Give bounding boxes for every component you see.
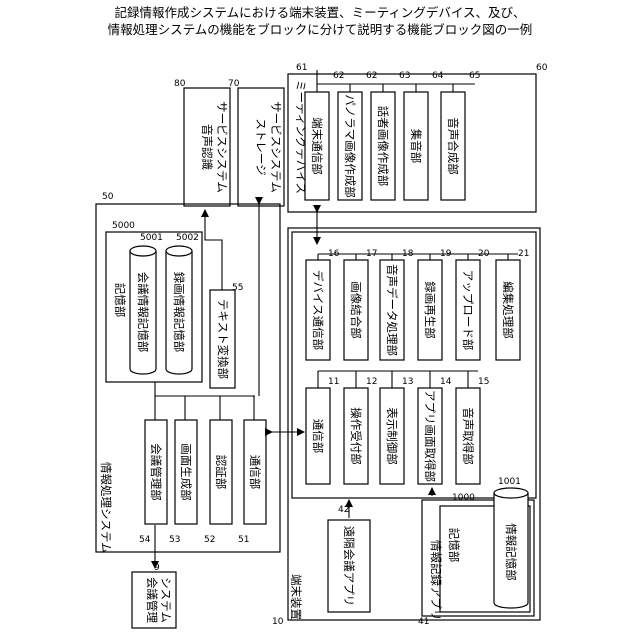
terminal-mid-unit-ref: 14 [440,377,452,387]
md-unit-ref: 64 [432,71,444,81]
ips-databases: 会議情報記憶部 5001 録画情報記憶部 5002 [130,233,199,374]
md-unit-ref: 62 [366,71,377,81]
ips-unit-label: 会議管理部 [149,443,163,501]
md-unit-label: 話者画像作成部 [376,106,390,187]
md-unit-label: 音声合成部 [446,117,460,175]
info-storage-db: 情報記憶部 [494,488,528,608]
ips-db-ref: 5001 [140,233,163,243]
terminal-top-unit-ref: 21 [518,249,529,259]
ips-storage-label: 記憶部 [113,283,127,318]
terminal-top-units: デバイス通信部 16 画像結合部 17 音声データ処理部18 録画再生部 19 アップロード部… [306,249,529,360]
ips-unit-label: 画面生成部 [179,443,193,501]
storage-service-label-1: ストレージ [254,118,268,175]
link-text-conversion-speech [205,226,222,290]
terminal-top-unit-label: アップロード部 [461,270,475,351]
text-conversion-ref: 55 [232,283,243,293]
ips-storage-ref: 5000 [112,221,135,231]
storage-service-ref: 70 [228,79,240,89]
meeting-device-ref: 60 [536,63,548,73]
speech-service-label-1: 音声認識 [200,124,214,170]
ips-unit-ref: 53 [169,535,180,545]
ips-bus [155,382,255,396]
terminal-mid-unit-label: 表示制御部 [385,407,399,465]
terminal-top-unit-label: 画像結合部 [349,281,363,339]
meeting-device-bus-ref: 61 [296,63,307,73]
info-processing-system-ref: 50 [102,192,114,202]
terminal-top-unit-ref: 20 [478,249,490,259]
terminal-mid-unit-label: 操作受付部 [349,407,363,465]
terminal-storage-ref: 1000 [452,493,475,503]
meeting-device-units: 端末通信部 62 パノラマ画像作成部 62 話者画像作成部 63 集音部 64 音声合成部 65 [305,71,480,200]
ips-unit-ref: 51 [238,535,249,545]
md-unit-ref: 65 [469,71,480,81]
ips-unit-ref: 54 [139,535,151,545]
terminal-top-unit-label: 音声データ処理部 [385,264,399,356]
terminal-mid-units: 通信部 11 操作受付部 12 表示制御部 13 アプリ画面取得部14 音声取得部 15 [306,371,489,484]
md-unit-label: パノラマ画像作成部 [343,94,357,198]
ips-db-label: 録画情報記憶部 [172,272,186,353]
storage-service-label-2: サービスシステム [269,101,283,193]
terminal-mid-unit-ref: 12 [366,377,377,387]
remote-meeting-app-label: 遠隔会議アプリ [342,526,356,607]
terminal-top-unit-label: 録画再生部 [423,281,437,339]
terminal-mid-unit-label: アプリ画面取得部 [423,390,437,482]
md-unit-label: 集音部 [409,129,423,164]
terminal-top-unit-ref: 18 [402,249,414,259]
terminal-label: 端末装置 [289,574,303,620]
terminal-top-unit-ref: 17 [366,249,377,259]
speech-service-label-2: サービスシステム [215,101,229,193]
ips-unit-label: 通信部 [248,455,262,490]
recording-app-ref: 41 [418,617,429,627]
recording-app-label: 情報記録アプリ [429,540,443,621]
md-unit-ref: 62 [333,71,344,81]
info-processing-system-label: 情報処理システム [99,462,113,554]
meeting-mgmt-label-1: 会議管理 [145,577,159,623]
md-unit-label: 端末通信部 [310,117,324,175]
meeting-mgmt-label-2: システム [159,577,173,623]
info-storage-db-ref: 1001 [498,477,521,487]
terminal-top-unit-label: 編集処理部 [501,281,515,339]
terminal-mid-unit-ref: 11 [328,377,339,387]
terminal-storage-label: 記憶部 [447,528,461,563]
info-storage-label: 情報記憶部 [504,523,518,581]
ips-db-label: 会議情報記憶部 [136,272,150,353]
terminal-mid-unit-label: 通信部 [311,419,325,454]
terminal-mid-unit-ref: 15 [478,377,489,387]
text-conversion-label: テキスト変換部 [216,299,230,379]
terminal-ref: 10 [272,617,284,627]
terminal-mid-unit-label: 音声取得部 [461,407,475,465]
speech-service-ref: 80 [174,79,186,89]
ips-units: 会議管理部 54 画面生成部 53 認証部 52 通信部 51 [139,396,266,545]
ips-db-ref: 5002 [176,233,199,243]
ips-unit-ref: 52 [204,535,215,545]
md-unit-ref: 63 [399,71,410,81]
terminal-top-unit-label: デバイス通信部 [311,270,325,350]
terminal-top-unit-ref: 16 [328,249,340,259]
terminal-mid-unit-ref: 13 [402,377,413,387]
remote-meeting-app-ref: 42 [338,505,349,515]
terminal-top-unit-ref: 19 [440,249,452,259]
ips-unit-label: 認証部 [214,455,228,490]
